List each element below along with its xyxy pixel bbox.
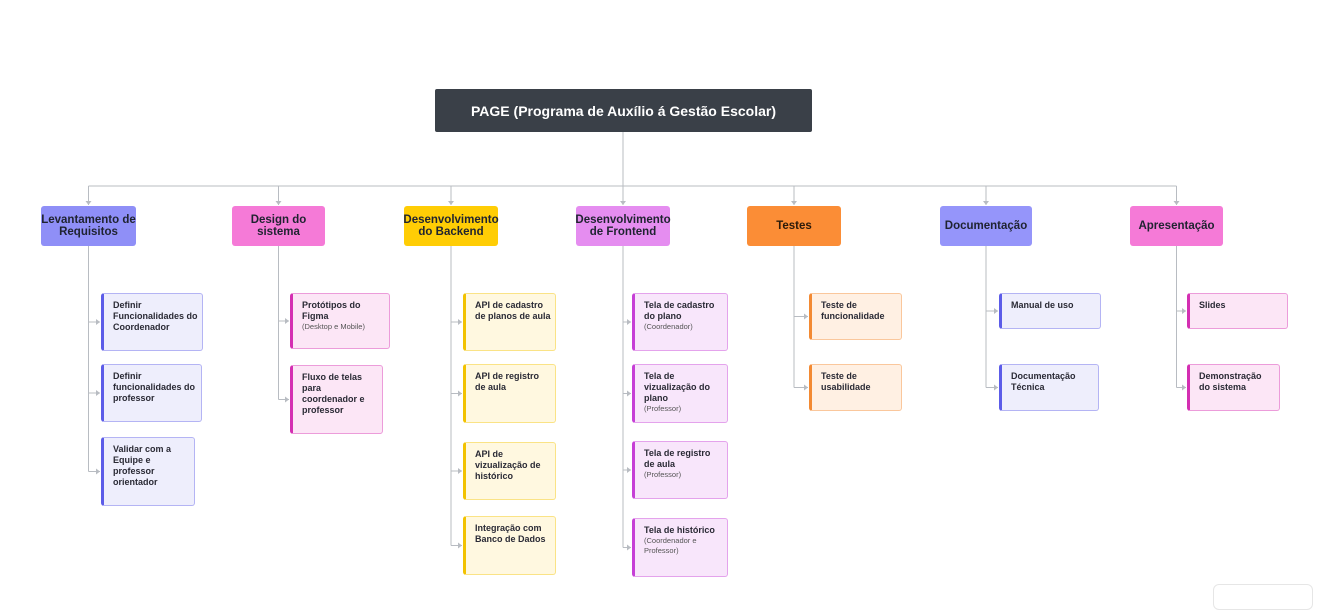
root-node[interactable]: PAGE (Programa de Auxílio á Gestão Escol… xyxy=(435,89,812,132)
leaf-title: API de registro de aula xyxy=(475,371,540,392)
arrowhead-icon xyxy=(96,468,100,475)
arrowhead-icon xyxy=(96,390,100,396)
arrowhead-icon xyxy=(994,384,998,391)
leaf-title: Validar com a Equipe e professor orienta… xyxy=(113,444,172,487)
column-head-label: Testes xyxy=(776,220,812,232)
arrowhead-icon xyxy=(627,390,631,397)
leaf-title: Slides xyxy=(1199,300,1226,310)
leaf-title: Integração com Banco de Dados xyxy=(475,523,546,544)
leaf-title: Teste de usabilidade xyxy=(821,371,871,392)
column-head-label: Design do sistema xyxy=(250,214,307,238)
leaf-node[interactable]: Protótipos do Figma(Desktop e Mobile) xyxy=(290,293,390,349)
arrowhead-icon xyxy=(994,308,998,314)
arrowhead-icon xyxy=(275,201,282,205)
arrowhead-icon xyxy=(458,319,462,325)
arrowhead-icon xyxy=(458,468,462,474)
column-head[interactable]: Levantamento de Requisitos xyxy=(41,206,136,246)
arrowhead-icon xyxy=(448,201,454,205)
leaf-title: Tela de histórico xyxy=(644,525,715,535)
leaf-node[interactable]: Tela de registro de aula(Professor) xyxy=(632,441,728,499)
arrowhead-icon xyxy=(96,319,100,325)
arrowhead-icon xyxy=(620,201,626,205)
arrowhead-icon xyxy=(804,384,808,391)
leaf-title: Definir funcionalidades do professor xyxy=(113,371,196,403)
column-head-label: Desenvolvimento de Frontend xyxy=(575,214,671,238)
leaf-title: API de cadastro de planos de aula xyxy=(475,300,551,321)
column-head[interactable]: Documentação xyxy=(940,206,1032,246)
arrowhead-icon xyxy=(791,201,797,205)
column-head-label: Levantamento de Requisitos xyxy=(41,214,136,238)
leaf-title: Fluxo de telas para coordenador e profes… xyxy=(302,372,365,415)
leaf-node[interactable]: Validar com a Equipe e professor orienta… xyxy=(101,437,195,506)
arrowhead-icon xyxy=(1182,308,1186,314)
root-title: PAGE (Programa de Auxílio á Gestão Escol… xyxy=(471,102,776,119)
arrowhead-icon xyxy=(627,467,631,473)
arrowhead-icon xyxy=(804,313,808,320)
mindmap-canvas: PAGE (Programa de Auxílio á Gestão Escol… xyxy=(41,89,1313,610)
leaf-title: Teste de funcionalidade xyxy=(821,300,885,321)
leaf-note: (Professor) xyxy=(644,404,682,413)
leaf-node[interactable]: Slides xyxy=(1187,293,1288,329)
leaf-title: Documentação Técnica xyxy=(1011,371,1076,392)
column-head[interactable]: Desenvolvimento do Backend xyxy=(403,206,499,246)
arrowhead-icon xyxy=(458,542,462,549)
column-head[interactable]: Desenvolvimento de Frontend xyxy=(575,206,671,246)
arrowhead-icon xyxy=(983,201,989,205)
leaf-title: Definir Funcionalidades do Coordenador xyxy=(113,300,198,332)
leaf-node[interactable]: API de vizualização de histórico xyxy=(463,442,556,500)
leaf-node[interactable]: API de cadastro de planos de aula xyxy=(463,293,556,351)
leaf-note: (Coordenador) xyxy=(644,322,693,331)
column-head[interactable]: Testes xyxy=(747,206,841,246)
leaf-node[interactable]: Tela de histórico(Coordenador e Professo… xyxy=(632,518,728,577)
leaf-title: Tela de cadastro do plano xyxy=(644,300,715,321)
leaf-node[interactable]: Fluxo de telas para coordenador e profes… xyxy=(290,365,383,434)
leaf-node[interactable]: Teste de usabilidade xyxy=(809,364,902,411)
leaf-note: (Desktop e Mobile) xyxy=(302,322,365,331)
leaf-title: Protótipos do Figma xyxy=(302,300,361,321)
arrowhead-icon xyxy=(1173,201,1180,205)
leaf-title: API de vizualização de histórico xyxy=(475,449,541,481)
leaf-title: Tela de registro de aula xyxy=(644,448,711,469)
arrowhead-icon xyxy=(627,319,631,325)
arrowhead-icon xyxy=(1182,384,1186,391)
column-head[interactable]: Design do sistema xyxy=(232,206,325,246)
leaf-node[interactable]: Teste de funcionalidade xyxy=(809,293,902,340)
leaf-title: Demonstração do sistema xyxy=(1199,371,1262,392)
leaf-note: (Professor) xyxy=(644,470,682,479)
leaf-node[interactable]: Integração com Banco de Dados xyxy=(463,516,556,575)
arrowhead-icon xyxy=(627,544,631,551)
arrowhead-icon xyxy=(285,396,289,403)
column-head-label: Apresentação xyxy=(1138,220,1215,232)
leaf-note: (Coordenador e Professor) xyxy=(644,536,697,555)
leaf-node[interactable]: Manual de uso xyxy=(999,293,1101,329)
leaf-node[interactable]: Definir funcionalidades do professor xyxy=(101,364,202,422)
leaf-title: Tela de vizualização do plano xyxy=(644,371,711,403)
arrowhead-icon xyxy=(285,318,289,324)
arrowhead-icon xyxy=(85,201,92,205)
zoom-widget[interactable] xyxy=(1213,584,1313,610)
leaf-node[interactable]: Documentação Técnica xyxy=(999,364,1099,411)
leaf-node[interactable]: Tela de vizualização do plano(Professor) xyxy=(632,364,728,423)
leaf-title: Manual de uso xyxy=(1011,300,1074,310)
column-head[interactable]: Apresentação xyxy=(1130,206,1223,246)
column-head-label: Desenvolvimento do Backend xyxy=(403,214,499,238)
column-head-label: Documentação xyxy=(944,220,1028,232)
connector-lines xyxy=(85,132,1186,551)
leaf-node[interactable]: Tela de cadastro do plano(Coordenador) xyxy=(632,293,728,351)
leaf-node[interactable]: API de registro de aula xyxy=(463,364,556,423)
leaf-node[interactable]: Demonstração do sistema xyxy=(1187,364,1280,411)
leaf-node[interactable]: Definir Funcionalidades do Coordenador xyxy=(101,293,203,351)
arrowhead-icon xyxy=(458,390,462,397)
